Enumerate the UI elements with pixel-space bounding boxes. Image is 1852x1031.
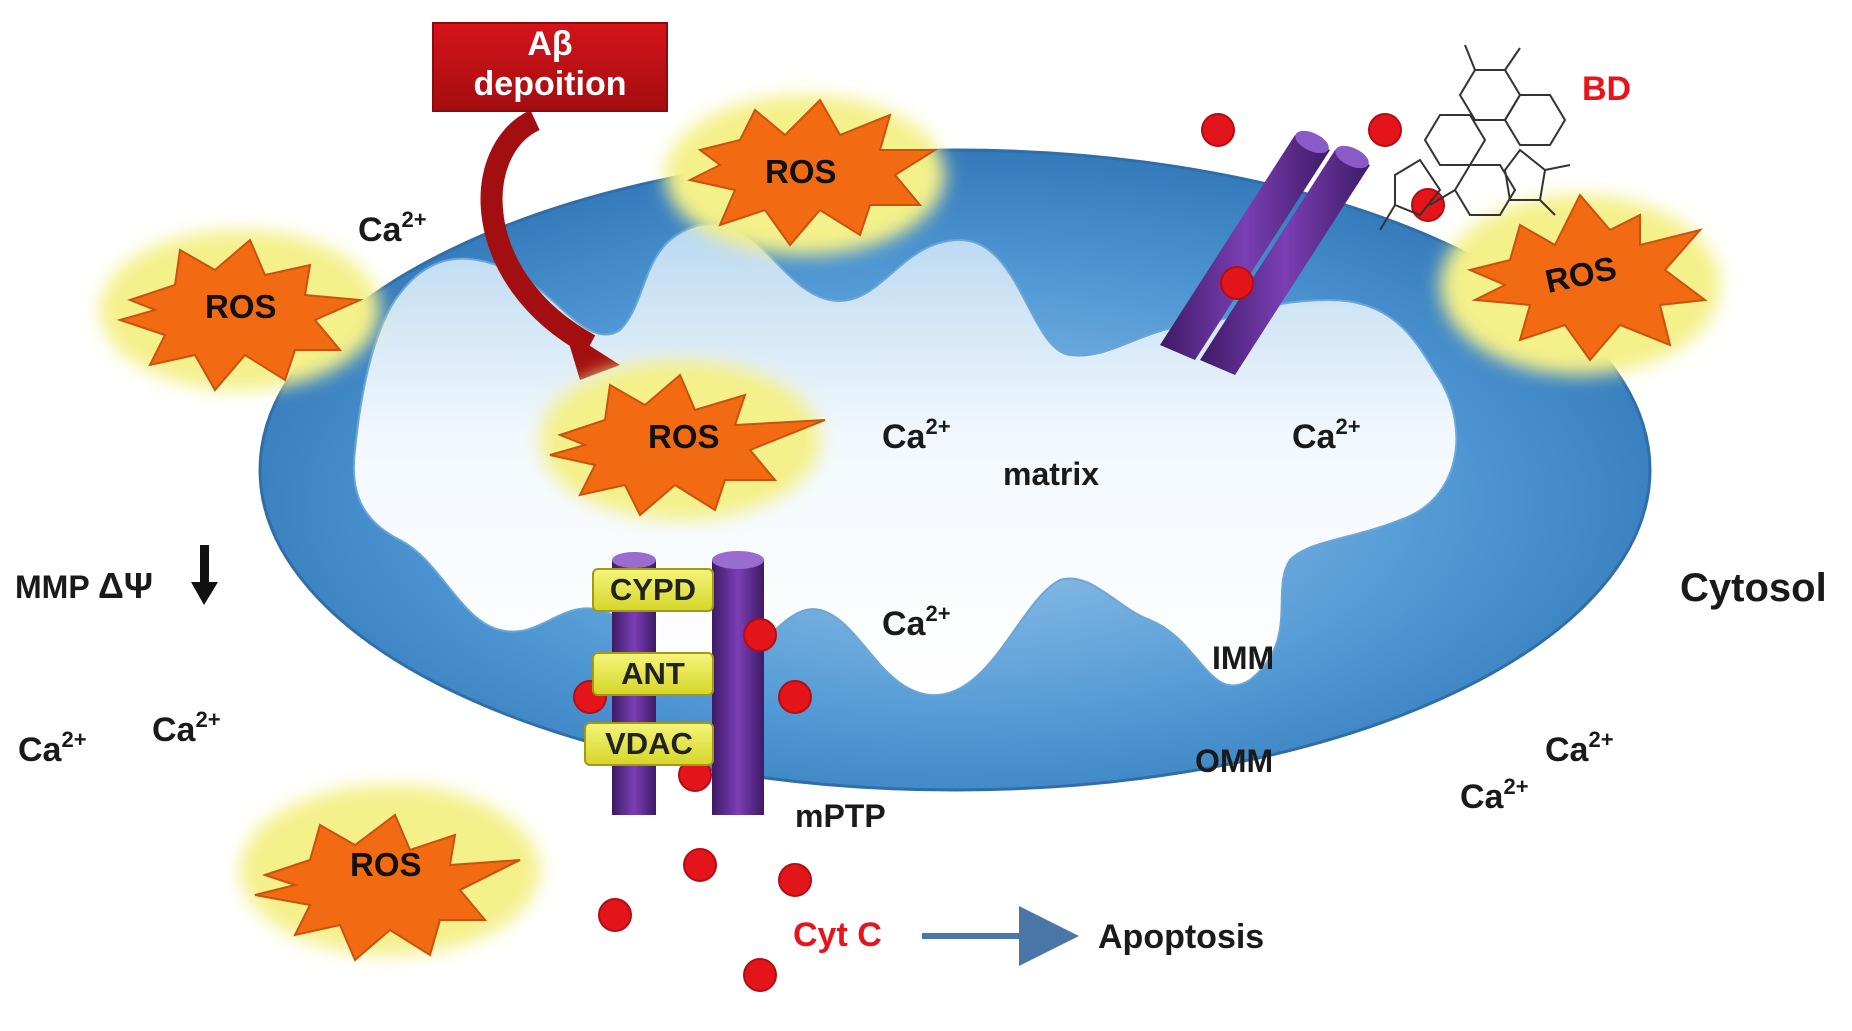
apoptosis-label: Apoptosis xyxy=(1098,918,1265,956)
ca-label: Ca2+ xyxy=(18,729,87,769)
ca-label: Ca2+ xyxy=(1460,776,1529,816)
bd-channel xyxy=(1160,130,1370,375)
mmp-down-arrow xyxy=(191,545,218,605)
ca-label: Ca2+ xyxy=(882,416,951,456)
ros-burst-top-center xyxy=(665,95,945,255)
ca-label: Ca2+ xyxy=(1545,729,1614,769)
ca-label: Ca2+ xyxy=(358,209,427,249)
bd-label: BD xyxy=(1582,70,1632,108)
ca-label-base: Ca xyxy=(882,418,926,456)
abeta-arrow xyxy=(480,110,596,355)
abeta-label-line2: depoition xyxy=(473,65,627,103)
ant-band: ANT xyxy=(592,652,714,696)
cytc-dot xyxy=(743,618,777,652)
bd-molecule-structure xyxy=(1379,44,1571,231)
cytc-dot xyxy=(1201,113,1235,147)
cytc-dot xyxy=(1368,113,1402,147)
ros-burst-bottom-left xyxy=(240,785,540,962)
ros-burst-left xyxy=(100,230,380,392)
ca-label-sup: 2+ xyxy=(61,727,87,752)
ca-label: Ca2+ xyxy=(152,709,221,749)
ca-label-base: Ca xyxy=(882,605,926,643)
mmp-label: MMP ΔΨ xyxy=(15,568,153,604)
delta-psi-text: ΔΨ xyxy=(97,565,153,606)
cytosol-label: Cytosol xyxy=(1680,566,1827,610)
imm-label: IMM xyxy=(1212,640,1275,676)
ca-label-base: Ca xyxy=(1545,731,1589,769)
ca-label-sup: 2+ xyxy=(925,414,951,439)
ca-label-sup: 2+ xyxy=(195,707,221,732)
ca-label-base: Ca xyxy=(18,731,62,769)
abeta-deposition-box: Aβ depoition xyxy=(432,22,668,112)
mptp-label: mPTP xyxy=(795,798,886,834)
ros-label-top-center: ROS xyxy=(765,153,837,190)
mmp-text: MMP xyxy=(15,569,90,605)
cytc-dot xyxy=(743,958,777,992)
ros-burst-right xyxy=(1440,193,1720,375)
ca-label-base: Ca xyxy=(1292,418,1336,456)
cytc-dot xyxy=(598,898,632,932)
ca-label-sup: 2+ xyxy=(1503,774,1529,799)
cypd-band: CYPD xyxy=(592,568,714,612)
cytc-dot xyxy=(778,863,812,897)
ros-label-inner: ROS xyxy=(648,418,720,455)
ca-label-sup: 2+ xyxy=(1335,414,1361,439)
cytc-dots xyxy=(573,113,1445,992)
cytc-dot xyxy=(683,848,717,882)
cytc-label: Cyt C xyxy=(793,916,882,954)
ros-label-left: ROS xyxy=(205,288,277,325)
vdac-band: VDAC xyxy=(584,722,714,766)
cytc-dot xyxy=(778,680,812,714)
ros-burst-inner xyxy=(540,360,826,520)
abeta-arrow-head xyxy=(565,330,620,380)
ca-label-sup: 2+ xyxy=(401,207,427,232)
ca-label-base: Ca xyxy=(1460,778,1504,816)
omm-label: OMM xyxy=(1195,743,1274,779)
ros-label-bottom-left: ROS xyxy=(350,846,422,883)
ca-label-sup: 2+ xyxy=(1588,727,1614,752)
ca-label-sup: 2+ xyxy=(925,601,951,626)
ca-label: Ca2+ xyxy=(882,603,951,643)
matrix-label: matrix xyxy=(1003,456,1100,492)
cytc-dot xyxy=(1220,266,1254,300)
ca-label: Ca2+ xyxy=(1292,416,1361,456)
ca-label-base: Ca xyxy=(358,211,402,249)
ca-label-base: Ca xyxy=(152,711,196,749)
abeta-label-line1: Aβ xyxy=(527,25,573,63)
